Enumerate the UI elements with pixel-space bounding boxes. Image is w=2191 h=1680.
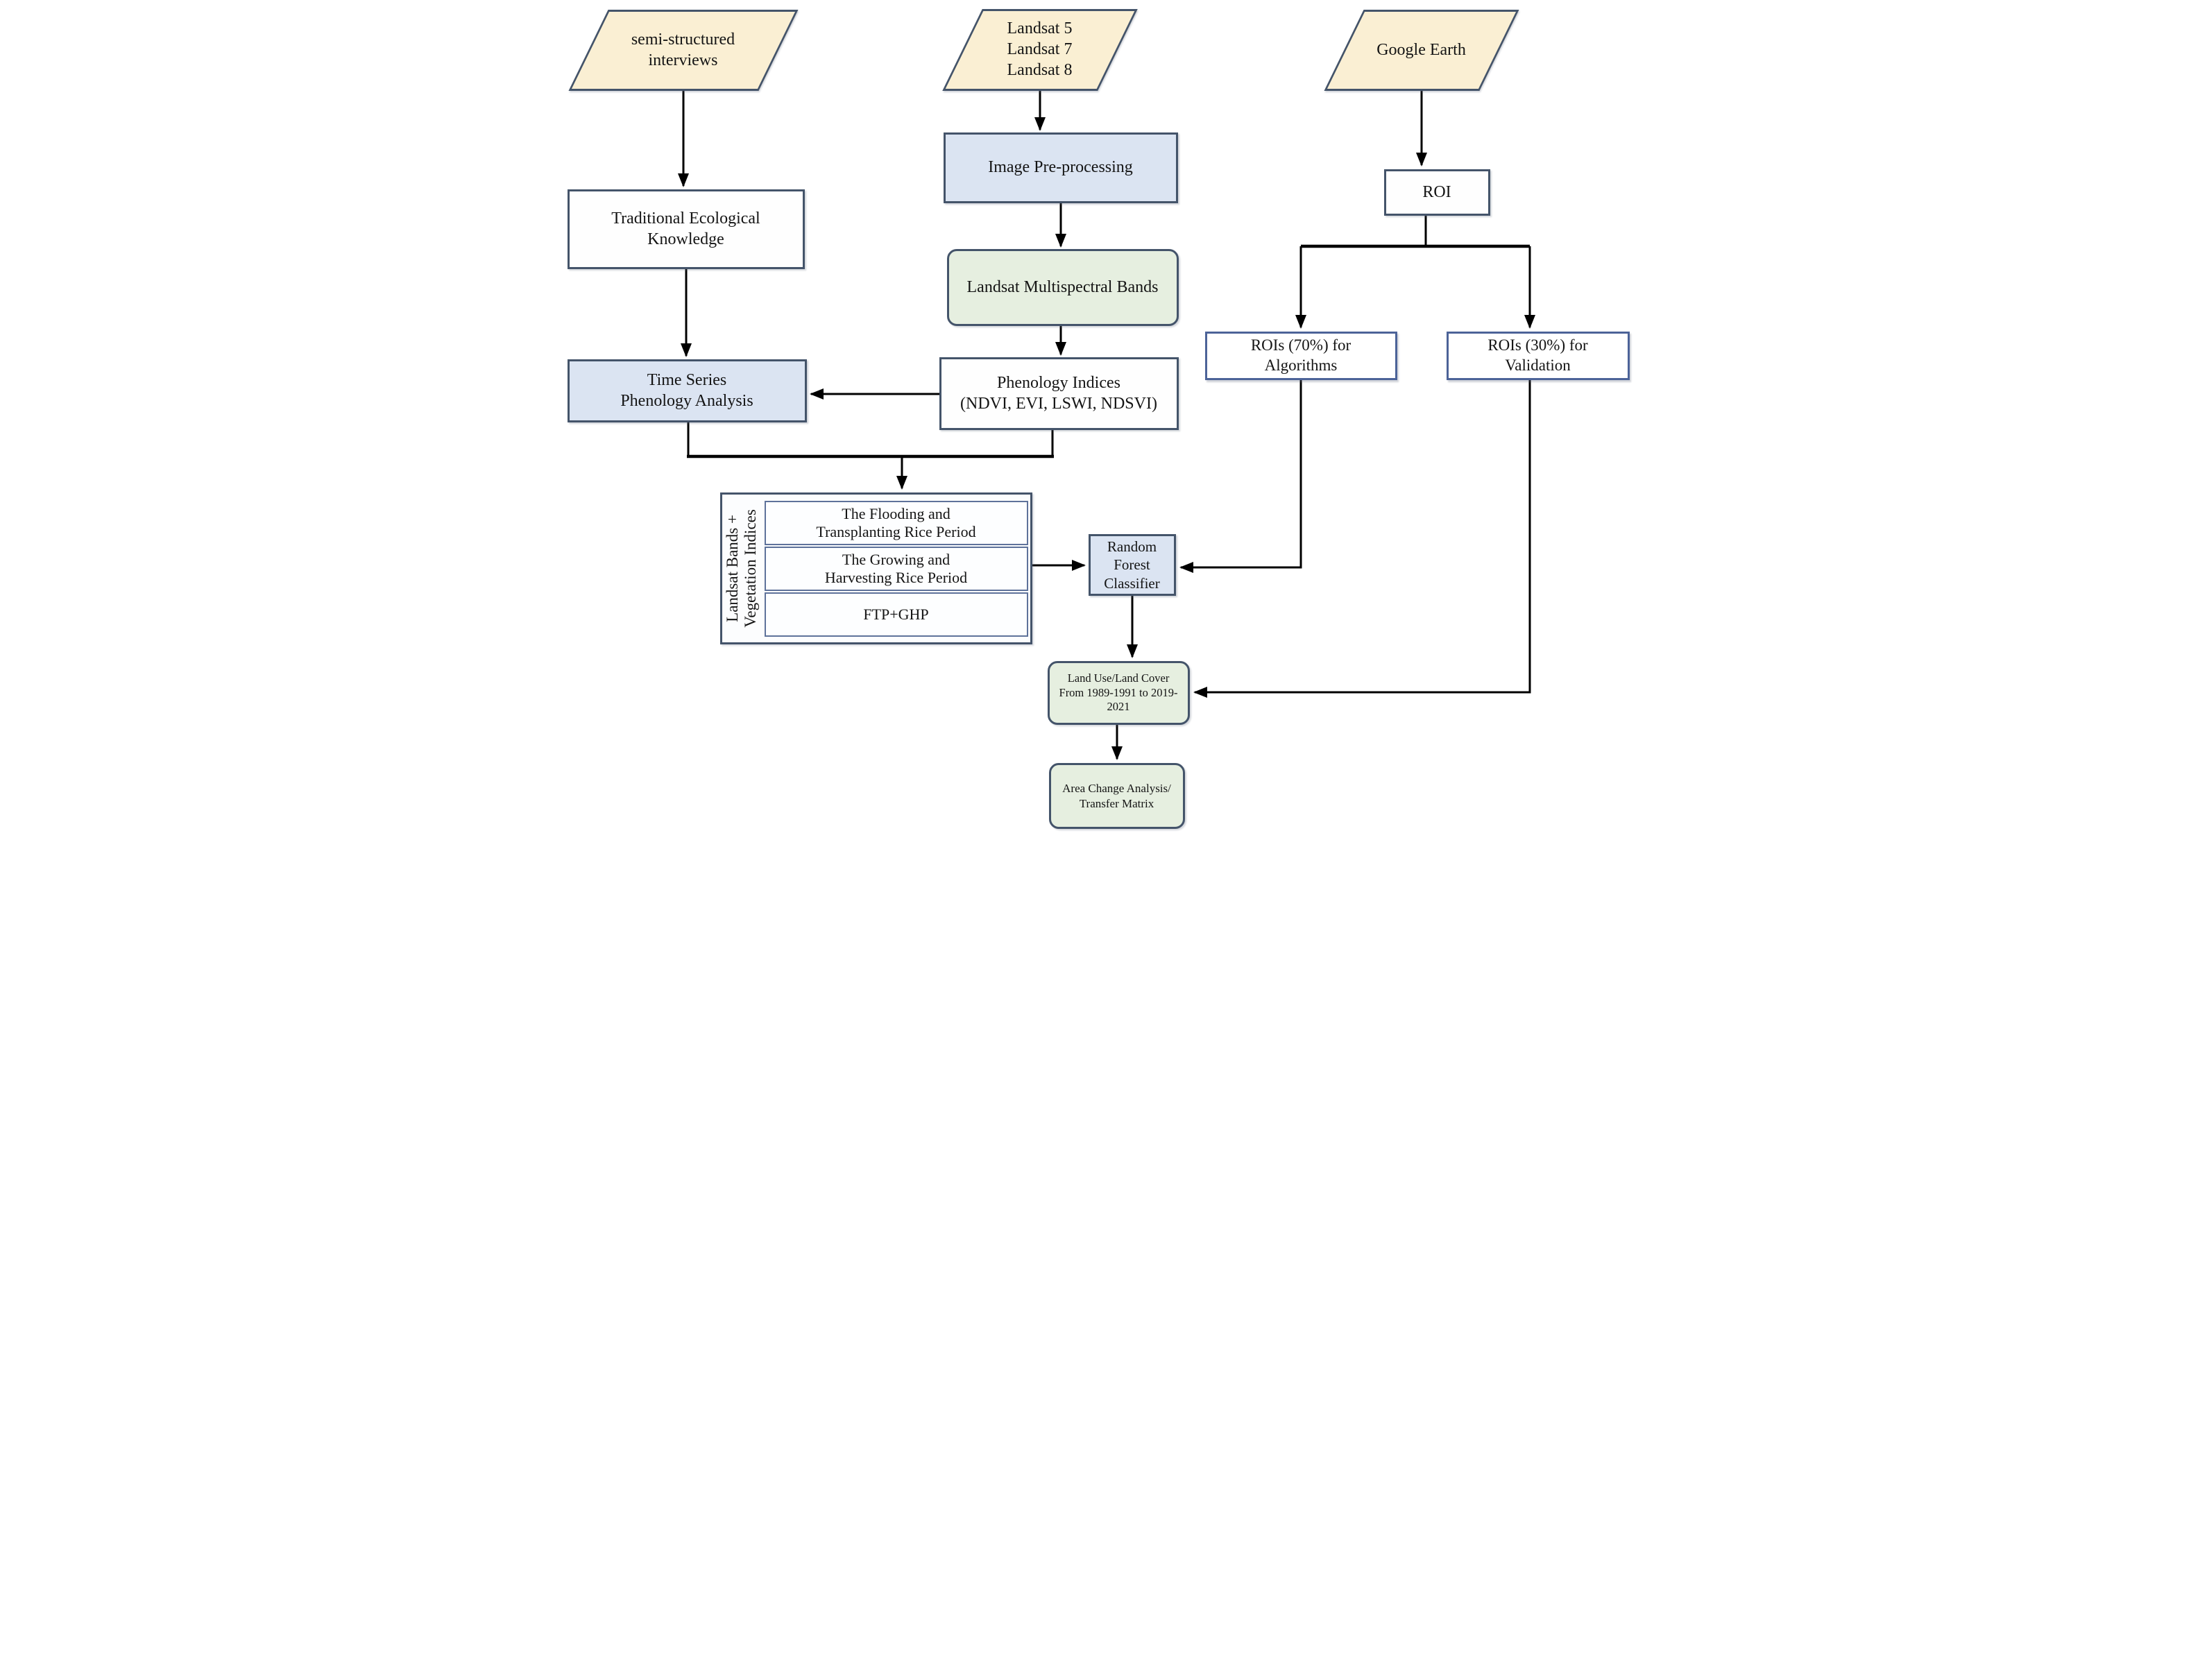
row-growing-harvesting-period: The Growing and Harvesting Rice Period (764, 547, 1028, 591)
flowchart-connectors (677, 91, 1535, 760)
box-land-use-land-cover: Land Use/Land Cover From 1989-1991 to 20… (1047, 661, 1190, 725)
input-google-earth: Google Earth (1323, 10, 1520, 91)
box-rois-70-algorithms: ROIs (70%) for Algorithms (1204, 332, 1397, 380)
box-area-change-analysis: Area Change Analysis/ Transfer Matrix (1048, 763, 1185, 829)
box-time-series-phenology-analysis: Time Series Phenology Analysis (567, 359, 807, 422)
arrow-rois30-to-lulc (1193, 380, 1531, 698)
row-flooding-transplanting-period: The Flooding and Transplanting Rice Peri… (764, 501, 1028, 545)
node-label: Landsat Bands + Vegetation Indices (724, 509, 760, 628)
box-random-forest-classifier: Random Forest Classifier (1088, 534, 1176, 596)
flowchart-canvas: semi-structured interviews Landsat 5 Lan… (547, 0, 1644, 840)
box-rois-30-validation: ROIs (30%) for Validation (1446, 332, 1630, 380)
input-semi-structured-interviews: semi-structured interviews (568, 10, 799, 91)
input-landsat-satellites: Landsat 5 Landsat 7 Landsat 8 (941, 9, 1139, 91)
node-label: semi-structured interviews (631, 30, 735, 69)
node-label: Landsat 5 Landsat 7 Landsat 8 (1007, 19, 1073, 79)
feature-stack-vertical-label: Landsat Bands + Vegetation Indices (720, 492, 765, 644)
row-ftp-ghp: FTP+GHP (764, 592, 1028, 637)
box-roi: ROI (1383, 169, 1490, 216)
box-landsat-multispectral-bands: Landsat Multispectral Bands (946, 249, 1179, 326)
node-label: Google Earth (1376, 40, 1466, 59)
feature-stack-rows: The Flooding and Transplanting Rice Peri… (764, 501, 1028, 637)
box-traditional-ecological-knowledge: Traditional Ecological Knowledge (567, 189, 805, 269)
box-image-preprocessing: Image Pre-processing (943, 132, 1178, 203)
arrow-rois70-to-randomforest (1179, 380, 1302, 573)
box-phenology-indices: Phenology Indices (NDVI, EVI, LSWI, NDSV… (939, 357, 1179, 430)
